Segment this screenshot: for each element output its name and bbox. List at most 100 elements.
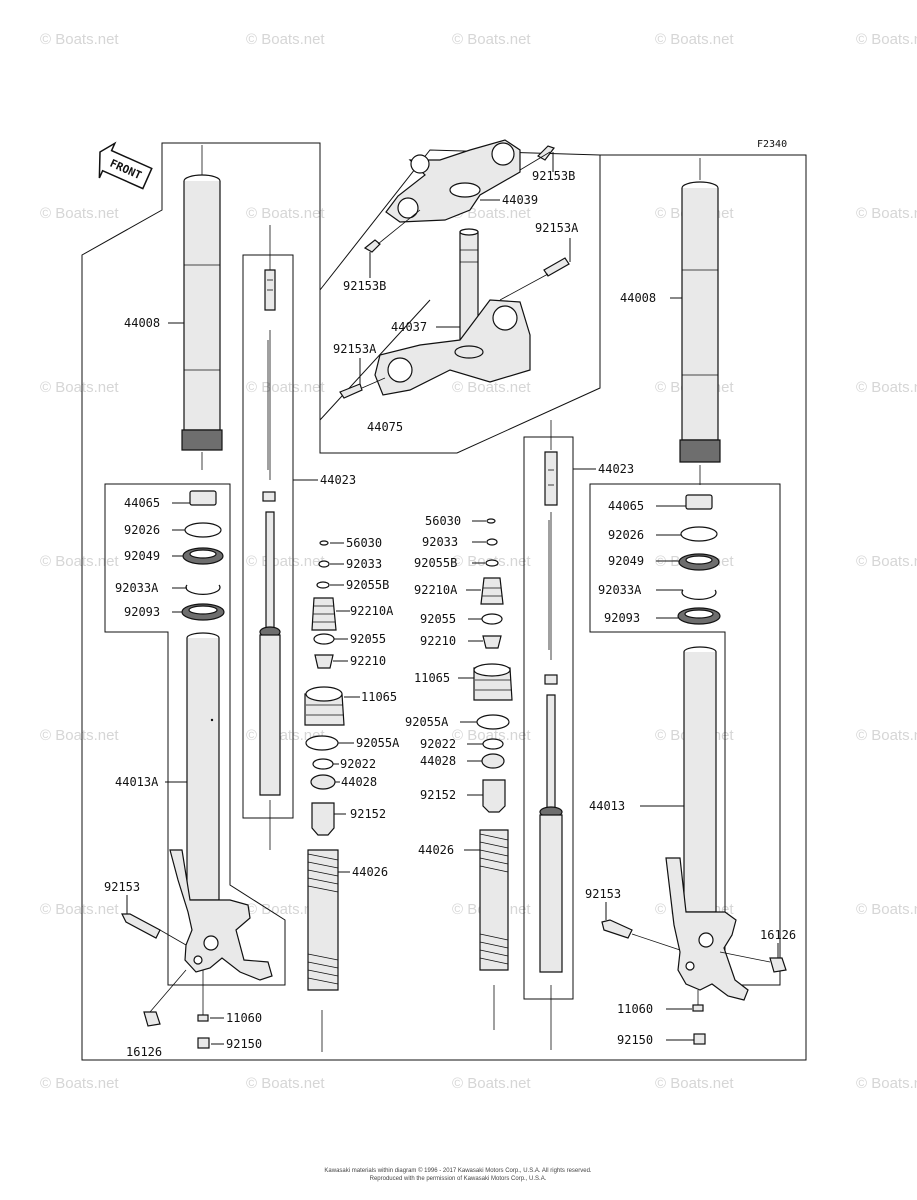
upper-bracket	[363, 139, 555, 253]
part-label-44008-left: 44008	[124, 316, 160, 330]
part-label-92210-left: 92210	[350, 654, 386, 668]
watermark: © Boats.net	[40, 553, 119, 570]
watermark: © Boats.net	[246, 1075, 325, 1092]
part-label-56030-left: 56030	[346, 536, 382, 550]
part-label-92210-right: 92210	[420, 634, 456, 648]
part-label-16126-left: 16126	[126, 1045, 162, 1059]
inner-tube-right	[665, 646, 749, 1001]
part-label-11060-right: 11060	[617, 1002, 653, 1016]
part-label-44065-right: 44065	[608, 499, 644, 513]
damper-box-left	[242, 254, 294, 819]
part-label-44028-right: 44028	[420, 754, 456, 768]
seal-stack-right	[677, 494, 721, 625]
outer-tube-left	[181, 145, 223, 470]
watermark: © Boats.net	[40, 205, 119, 222]
fork-spring-left	[307, 849, 339, 1052]
leader-line	[361, 377, 386, 389]
part-label-92049-right: 92049	[608, 554, 644, 568]
part-label-92033-right: 92033	[422, 535, 458, 549]
part-label-11060-left: 11060	[226, 1011, 262, 1025]
part-label-92150-right: 92150	[617, 1033, 653, 1047]
part-label-92153-left: 92153	[104, 880, 140, 894]
watermark: © Boats.net	[452, 205, 531, 222]
part-label-44026-left: 44026	[352, 865, 388, 879]
part-label-92153B-mid: 92153B	[343, 279, 386, 293]
part-label-92033A-right: 92033A	[598, 583, 642, 597]
part-label-92055-right: 92055	[420, 612, 456, 626]
part-label-44013: 44013	[589, 799, 625, 813]
copyright-footer: Reproduced with the permission of Kawasa…	[370, 1176, 547, 1182]
assembly-outline	[81, 142, 807, 1061]
part-label-44013A: 44013A	[115, 775, 159, 789]
watermark: © Boats.net	[452, 1075, 531, 1092]
watermark: © Boats.net	[246, 31, 325, 48]
part-label-92093-left: 92093	[124, 605, 160, 619]
stem-group-outline	[319, 299, 431, 421]
part-label-92055A-left: 92055A	[356, 736, 400, 750]
part-label-92152-left: 92152	[350, 807, 386, 821]
watermark: © Boats.net	[40, 901, 119, 918]
part-label-92055B-left: 92055B	[346, 578, 389, 592]
part-label-92210A-right: 92210A	[414, 583, 458, 597]
part-label-44023-right: 44023	[598, 462, 634, 476]
steering-stem	[339, 228, 570, 399]
damper-rod-right	[539, 420, 563, 1050]
part-label-92210A-left: 92210A	[350, 604, 394, 618]
watermark: © Boats.net	[856, 379, 917, 396]
watermark: © Boats.net	[246, 379, 325, 396]
leader-line	[159, 929, 187, 946]
damper-rod-left	[259, 225, 281, 850]
watermark: © Boats.net	[856, 553, 917, 570]
fork-spring-right	[479, 829, 509, 1030]
part-label-92049-left: 92049	[124, 549, 160, 563]
watermark: © Boats.net	[856, 31, 917, 48]
part-label-92153A-top: 92153A	[535, 221, 579, 235]
part-label-92150-left: 92150	[226, 1037, 262, 1051]
part-label-92026-right: 92026	[608, 528, 644, 542]
part-label-92055B-right: 92055B	[414, 556, 457, 570]
part-label-92022-left: 92022	[340, 757, 376, 771]
part-label-92033-left: 92033	[346, 557, 382, 571]
watermark: © Boats.net	[246, 205, 325, 222]
leader-line	[519, 151, 551, 171]
part-label-11065-right: 11065	[414, 671, 450, 685]
part-label-11065-left: 11065	[361, 690, 397, 704]
leader-line	[377, 209, 421, 245]
watermark: © Boats.net	[856, 205, 917, 222]
leader-line	[719, 951, 771, 963]
part-label-92152-right: 92152	[420, 788, 456, 802]
part-label-92153B-top: 92153B	[532, 169, 575, 183]
part-label-44008-right: 44008	[620, 291, 656, 305]
small-parts-right	[473, 518, 513, 813]
outer-tube-right	[679, 158, 721, 485]
part-label-92153-right: 92153	[585, 887, 621, 901]
part-label-56030-right: 56030	[425, 514, 461, 528]
watermark: © Boats.net	[452, 727, 531, 744]
watermark: © Boats.net	[452, 31, 531, 48]
part-label-92153A-mid: 92153A	[333, 342, 377, 356]
watermark: © Boats.net	[655, 1075, 734, 1092]
part-label-44028-left: 44028	[341, 775, 377, 789]
watermark: © Boats.net	[40, 379, 119, 396]
part-label-44065-left: 44065	[124, 496, 160, 510]
small-parts-left	[304, 540, 345, 836]
watermark: © Boats.net	[452, 379, 531, 396]
watermark: © Boats.net	[40, 31, 119, 48]
axle-bolt-right	[601, 919, 787, 1045]
part-label-44075: 44075	[367, 420, 403, 434]
watermark: © Boats.net	[856, 727, 917, 744]
leader-line	[631, 933, 681, 951]
part-label-92093-right: 92093	[604, 611, 640, 625]
watermark: © Boats.net	[856, 1075, 917, 1092]
watermark: © Boats.net	[246, 901, 325, 918]
seal-stack-left	[181, 490, 225, 621]
part-label-16126-right: 16126	[760, 928, 796, 942]
part-label-44037: 44037	[391, 320, 427, 334]
part-label-92055-left: 92055	[350, 632, 386, 646]
damper-box-right	[523, 436, 574, 1000]
part-label-92055A-right: 92055A	[405, 715, 449, 729]
leader-line	[149, 969, 187, 1013]
part-label-44039: 44039	[502, 193, 538, 207]
diagram-code: F2340	[757, 139, 787, 150]
